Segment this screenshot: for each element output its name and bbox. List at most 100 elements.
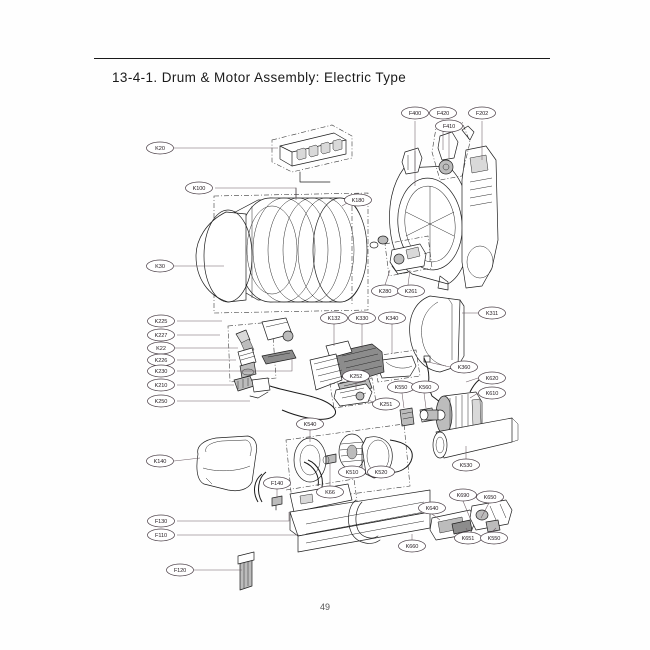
callout-label: K510 — [346, 470, 359, 476]
callout-K251[interactable]: K251 — [372, 397, 400, 411]
callout-F202[interactable]: F202 — [468, 106, 496, 120]
callout-K230[interactable]: K230 — [147, 364, 175, 378]
callout-F400[interactable]: F400 — [401, 106, 429, 120]
callout-label: K690 — [457, 493, 470, 499]
callout-K66[interactable]: K66 — [316, 485, 344, 499]
callout-label: K540 — [304, 422, 317, 428]
callout-K30[interactable]: K30 — [146, 259, 174, 273]
callout-label: K20 — [155, 146, 165, 152]
callout-F130[interactable]: F130 — [147, 514, 175, 528]
callout-label: K610 — [486, 391, 499, 397]
part-lint-filter-duct-cover — [271, 124, 353, 183]
callout-F120[interactable]: F120 — [166, 563, 194, 577]
callout-K330[interactable]: K330 — [348, 311, 376, 325]
callout-label: K650 — [484, 495, 497, 501]
callout-K640[interactable]: K640 — [418, 501, 446, 515]
callout-K560[interactable]: K560 — [411, 380, 439, 394]
callout-label: K550 — [395, 385, 408, 391]
header-divider-rule — [94, 58, 550, 59]
callout-K226[interactable]: K226 — [147, 353, 175, 367]
callout-label: K225 — [155, 319, 168, 325]
part-front-cover-panel — [196, 435, 258, 492]
callout-label: K360 — [458, 365, 471, 371]
callout-label: F140 — [271, 481, 283, 487]
callout-label: K530 — [460, 463, 473, 469]
callout-label: K66 — [325, 490, 335, 496]
callout-label: K550 — [488, 536, 501, 542]
callout-label: K560 — [419, 385, 432, 391]
callout-K225[interactable]: K225 — [147, 314, 175, 328]
callout-F140[interactable]: F140 — [263, 476, 291, 490]
callout-K100[interactable]: K100 — [185, 181, 213, 195]
callout-K280[interactable]: K280 — [371, 284, 399, 298]
callout-label: F400 — [409, 111, 421, 117]
callout-K360[interactable]: K360 — [450, 360, 478, 374]
callout-K660[interactable]: K660 — [398, 539, 426, 553]
callout-label: K280 — [379, 289, 392, 295]
part-terminal-block — [329, 377, 377, 409]
callout-label: F130 — [155, 519, 167, 525]
callout-label: F202 — [476, 111, 488, 117]
callout-label: K180 — [352, 198, 365, 204]
callout-label: K620 — [486, 376, 499, 382]
callout-K340[interactable]: K340 — [378, 311, 406, 325]
callout-K510[interactable]: K510 — [338, 465, 366, 479]
callout-label: F120 — [174, 568, 186, 574]
callout-label: K252 — [350, 374, 363, 380]
callout-K550[interactable]: K550 — [387, 380, 415, 394]
callout-K530[interactable]: K530 — [452, 458, 480, 472]
page-title: 13-4-1. Drum & Motor Assembly: Electric … — [112, 70, 407, 85]
callout-label: K251 — [380, 402, 393, 408]
callout-K610[interactable]: K610 — [478, 386, 506, 400]
callout-F420[interactable]: F420 — [429, 106, 457, 120]
callout-K132[interactable]: K132 — [320, 311, 348, 325]
callout-K210[interactable]: K210 — [147, 378, 175, 392]
callout-label: K311 — [486, 311, 498, 317]
callout-label: K132 — [328, 316, 341, 322]
callout-K261[interactable]: K261 — [397, 284, 425, 298]
callout-label: K100 — [193, 186, 206, 192]
callout-K690[interactable]: K690 — [449, 488, 477, 502]
callout-K650[interactable]: K650 — [476, 490, 504, 504]
callout-K252[interactable]: K252 — [342, 369, 370, 383]
callout-K620[interactable]: K620 — [478, 371, 506, 385]
part-base-frame — [237, 459, 431, 591]
callout-K20[interactable]: K20 — [146, 141, 174, 155]
callout-F410[interactable]: F410 — [435, 119, 463, 133]
callout-K311[interactable]: K311 — [478, 306, 506, 320]
callout-K180[interactable]: K180 — [344, 193, 372, 207]
callout-label: F410 — [443, 124, 455, 130]
callout-label: K30 — [155, 264, 165, 270]
callout-K550-lower[interactable]: K550 — [480, 531, 508, 545]
callout-F110[interactable]: F110 — [147, 528, 175, 542]
callout-label: K230 — [155, 369, 168, 375]
part-thermostat-group — [227, 317, 297, 383]
callout-label: K250 — [155, 399, 168, 405]
part-drum-assembly — [195, 196, 368, 304]
callout-label: K261 — [405, 289, 418, 295]
callout-K540[interactable]: K540 — [296, 417, 324, 431]
callout-label: K640 — [426, 506, 439, 512]
callout-label: K227 — [155, 333, 168, 339]
callout-K22[interactable]: K22 — [147, 341, 175, 355]
callout-label: F110 — [155, 533, 167, 539]
callout-label: K340 — [386, 316, 399, 322]
callout-label: K226 — [155, 358, 168, 364]
leader-lines — [173, 121, 497, 571]
callout-K227[interactable]: K227 — [147, 328, 175, 342]
callout-label: F420 — [437, 111, 449, 117]
callout-K651[interactable]: K651 — [454, 531, 482, 545]
callout-K520[interactable]: K520 — [367, 465, 395, 479]
part-drive-motor — [419, 355, 483, 435]
callout-label: K330 — [356, 316, 369, 322]
callout-K250[interactable]: K250 — [147, 394, 175, 408]
page-number: 49 — [319, 602, 330, 612]
callout-label: K660 — [406, 544, 419, 550]
callout-label: K140 — [154, 459, 167, 465]
callout-label: K22 — [156, 346, 166, 352]
callout-K140[interactable]: K140 — [146, 454, 174, 468]
part-blower-mount-block — [369, 235, 433, 277]
callout-label: K210 — [155, 383, 168, 389]
